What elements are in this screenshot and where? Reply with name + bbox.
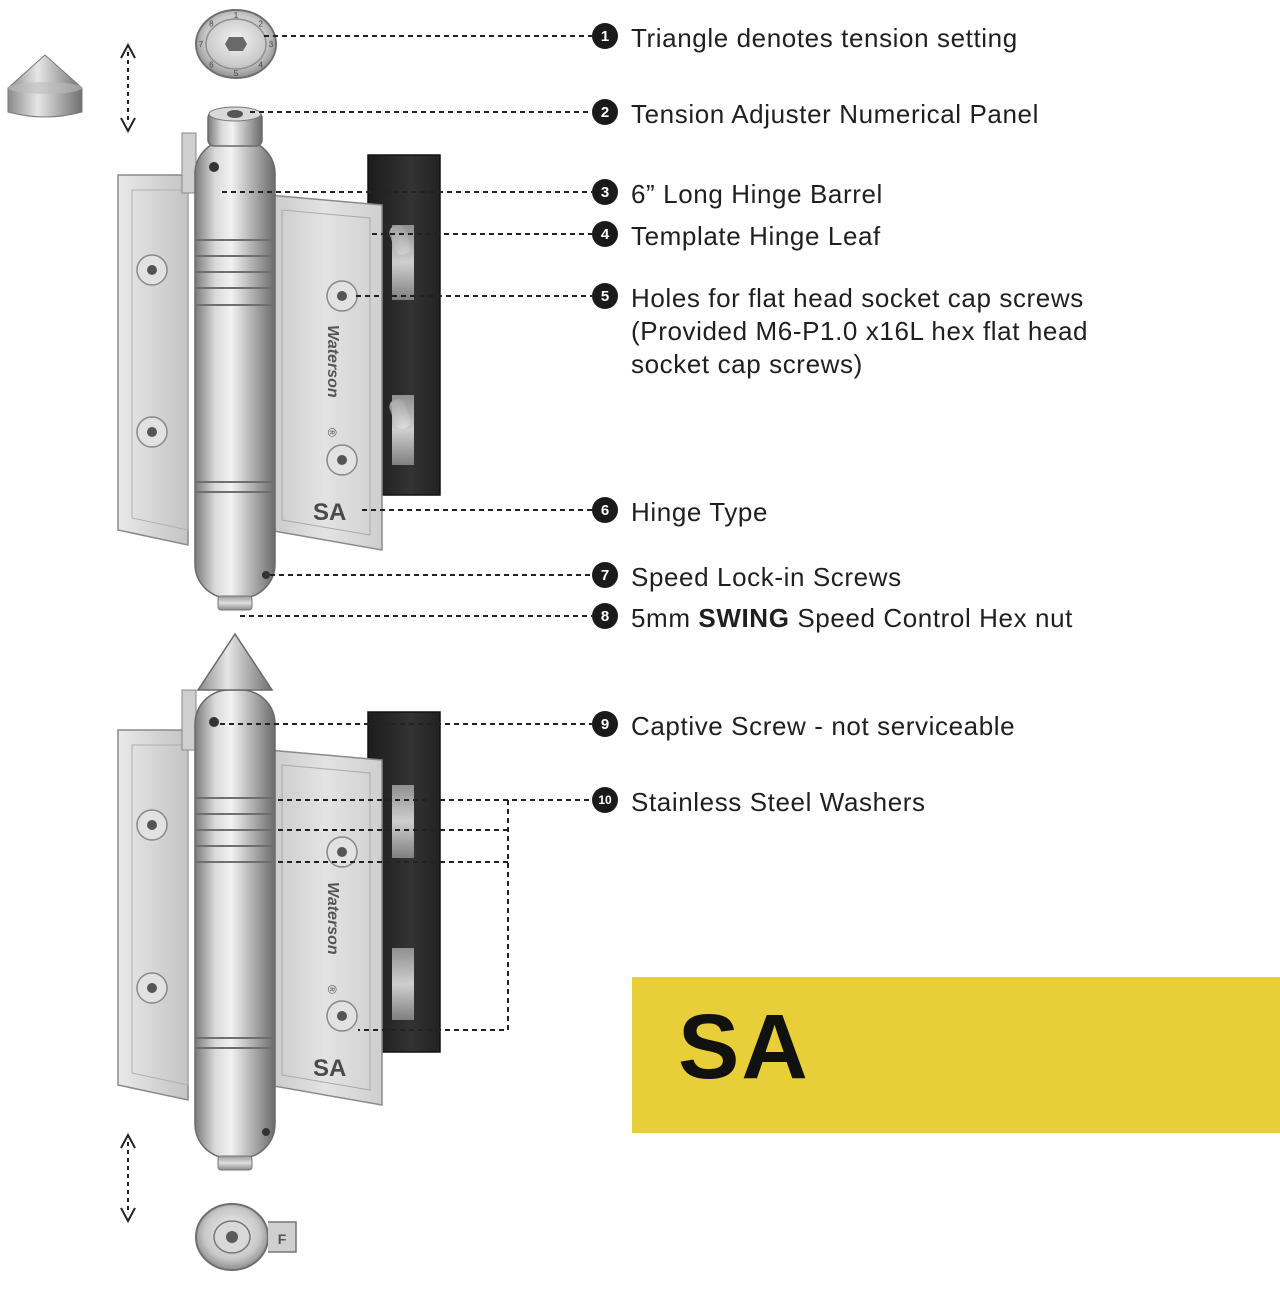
callout-number-1: 1: [592, 23, 618, 49]
dial-digit: 3: [269, 40, 274, 49]
callout-4: 4 Template Hinge Leaf: [592, 220, 881, 253]
dial-digit: 5: [234, 69, 239, 78]
callout-number-6: 6: [592, 497, 618, 523]
callout-number-7: 7: [592, 562, 618, 588]
svg-text:F: F: [278, 1231, 287, 1247]
callout-label-9: Captive Screw - not serviceable: [631, 711, 1016, 741]
callout-1: 1 Triangle denotes tension setting: [592, 22, 1018, 55]
callout-6: 6 Hinge Type: [592, 496, 768, 529]
dial-digit: 4: [258, 61, 263, 70]
tension-dial: 1 2 3 4 5 6 7 8: [195, 9, 277, 79]
loose-cone-cap: [7, 54, 83, 118]
upper-screw-holes: [136, 254, 358, 476]
registered-mark-lower: ®: [325, 985, 339, 994]
lower-screw-holes: [136, 809, 358, 1032]
callout-2: 2 Tension Adjuster Numerical Panel: [592, 98, 1039, 131]
callout-9: 9 Captive Screw - not serviceable: [592, 710, 1015, 743]
callout-7: 7 Speed Lock-in Screws: [592, 561, 902, 594]
banner-text: SA: [678, 996, 810, 1098]
dial-digit: 1: [234, 11, 239, 20]
callout-number-8: 8: [592, 603, 618, 629]
callout-number-10: 10: [592, 787, 618, 813]
callout-label-3: 6” Long Hinge Barrel: [631, 179, 883, 209]
leader-lines: [220, 35, 592, 1031]
callout-5: 5 Holes for flat head socket cap screws …: [592, 282, 1088, 381]
hinge-type-label-upper: SA: [313, 499, 346, 526]
callout-10: 10 Stainless Steel Washers: [592, 786, 926, 819]
callout-number-4: 4: [592, 221, 618, 247]
bottom-arrow-icon: [120, 1132, 136, 1224]
callout-number-3: 3: [592, 179, 618, 205]
callout-label-4: Template Hinge Leaf: [631, 221, 881, 251]
hinge-type-banner: SA: [632, 977, 1280, 1133]
callout-number-2: 2: [592, 99, 618, 125]
callout-label-2: Tension Adjuster Numerical Panel: [631, 99, 1039, 129]
dial-digit: 7: [199, 40, 204, 49]
brand-logo-lower: Waterson: [324, 882, 341, 955]
dial-digit: 6: [209, 61, 214, 70]
callout-label-10: Stainless Steel Washers: [631, 787, 926, 817]
callout-3: 3 6” Long Hinge Barrel: [592, 178, 883, 211]
callout-label-8: 5mm SWING Speed Control Hex nut: [631, 603, 1073, 633]
callout-label-6: Hinge Type: [631, 497, 769, 527]
lower-hinge: Waterson ® SA: [117, 632, 441, 1171]
dial-digit: 2: [258, 20, 263, 29]
brand-logo-upper: Waterson: [324, 325, 341, 398]
bottom-dial: F: [195, 1203, 297, 1271]
callout-label-1: Triangle denotes tension setting: [631, 23, 1018, 53]
callout-label-5: Holes for flat head socket cap screws (P…: [631, 283, 1089, 379]
callout-8: 8 5mm SWING Speed Control Hex nut: [592, 602, 1073, 635]
hinge-type-label-lower: SA: [313, 1055, 346, 1082]
dial-digits: 1 2 3 4 5 6 7 8: [199, 11, 274, 78]
callout-label-7: Speed Lock-in Screws: [631, 562, 902, 592]
top-arrow-icon: [120, 42, 136, 134]
callout-number-9: 9: [592, 711, 618, 737]
dial-digit: 8: [209, 20, 214, 29]
upper-hinge: Waterson ® SA: [117, 106, 441, 611]
callout-number-5: 5: [592, 283, 618, 309]
registered-mark-upper: ®: [325, 428, 339, 437]
